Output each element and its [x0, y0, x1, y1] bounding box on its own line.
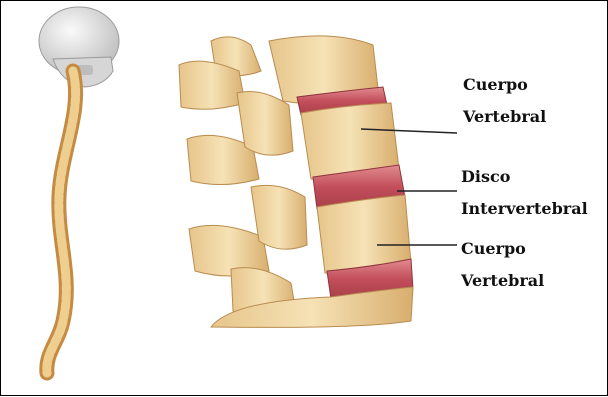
lumbar-segment — [179, 36, 413, 328]
label-bottom-line2: Vertebral — [461, 265, 544, 297]
label-top-line2: Vertebral — [463, 101, 546, 133]
full-spine-column — [47, 71, 76, 373]
label-bottom-vertebral-body: Cuerpo Vertebral — [461, 233, 544, 297]
label-top-vertebral-body: Cuerpo Vertebral — [463, 69, 546, 133]
label-middle-line1: Disco — [461, 161, 588, 193]
label-top-line1: Cuerpo — [463, 69, 546, 101]
label-middle-line2: Intervertebral — [461, 193, 588, 225]
label-bottom-line1: Cuerpo — [461, 233, 544, 265]
label-intervertebral-disc: Disco Intervertebral — [461, 161, 588, 225]
